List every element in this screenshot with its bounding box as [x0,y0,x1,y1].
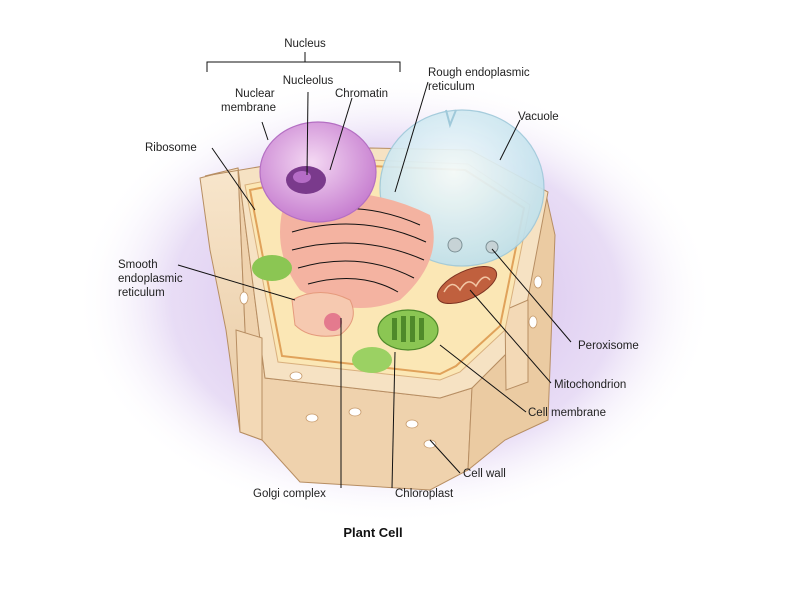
label-smooth-er: Smooth endoplasmic reticulum [118,259,186,299]
label-ribosome: Ribosome [145,142,197,154]
label-chloroplast: Chloroplast [395,488,454,500]
label-chromatin: Chromatin [335,88,388,100]
label-nucleus: Nucleus [284,38,326,50]
label-nucleolus: Nucleolus [283,75,334,87]
label-vacuole: Vacuole [518,111,559,123]
leader-lines [177,81,572,489]
peroxisome-1 [447,237,463,253]
peroxisome-2 [485,240,499,254]
label-cell-membrane: Cell membrane [528,407,606,419]
label-rough-er: Rough endoplasmic reticulum [428,67,533,93]
label-mitochondrion: Mitochondrion [554,379,626,391]
label-nuclear-membrane: Nuclear membrane [221,88,278,114]
label-peroxisome: Peroxisome [578,340,639,352]
label-golgi-complex: Golgi complex [253,488,326,500]
mitochondrion-shape [436,265,498,305]
chloroplast-shape [377,309,439,351]
wall-pits [239,275,543,449]
label-cell-wall: Cell wall [463,468,506,480]
chloroplast-left [252,255,292,281]
nucleus-bracket [206,61,401,72]
smooth-er-shape [291,292,354,337]
diagram-caption: Plant Cell [343,525,402,540]
chloroplast-bottom [352,347,392,373]
golgi-vesicle [324,313,342,331]
